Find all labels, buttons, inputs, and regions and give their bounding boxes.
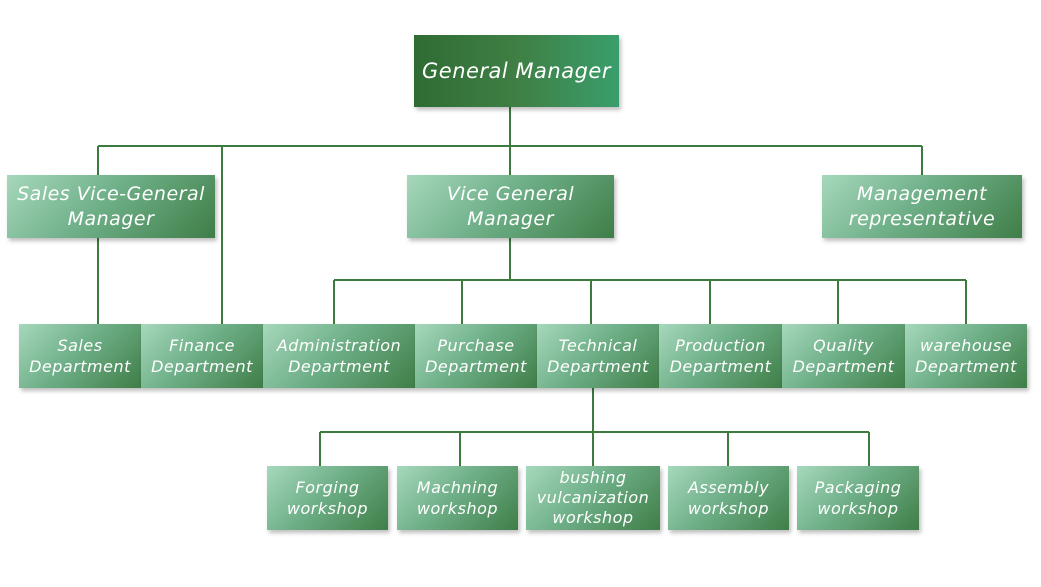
node-machning-workshop-label: Machning workshop	[416, 478, 499, 518]
node-assembly-workshop-label: Assembly workshop	[687, 478, 770, 518]
node-packaging-workshop: Packaging workshop	[797, 466, 919, 530]
node-vice-general-manager: Vice General Manager	[407, 175, 614, 238]
node-administration-department: Administration Department	[263, 324, 415, 388]
node-warehouse-department-label: warehouse Department	[915, 336, 1017, 376]
node-bushing-vulcanization-workshop-label: bushing vulcanization workshop	[536, 468, 650, 527]
node-purchase-department: Purchase Department	[415, 324, 537, 388]
node-management-representative: Management representative	[822, 175, 1022, 238]
node-bushing-vulcanization-workshop: bushing vulcanization workshop	[526, 466, 660, 530]
node-finance-department: Finance Department	[141, 324, 263, 388]
node-quality-department: Quality Department	[782, 324, 905, 388]
node-production-department-label: Production Department	[669, 336, 772, 376]
node-sales-department-label: Sales Department	[29, 336, 131, 376]
node-general-manager: General Manager	[414, 35, 619, 107]
node-management-representative-label: Management representative	[848, 182, 996, 230]
node-forging-workshop-label: Forging workshop	[286, 478, 369, 518]
node-finance-department-label: Finance Department	[151, 336, 253, 376]
node-production-department: Production Department	[659, 324, 782, 388]
node-technical-department: Technical Department	[537, 324, 659, 388]
node-administration-department-label: Administration Department	[276, 336, 402, 376]
node-forging-workshop: Forging workshop	[267, 466, 388, 530]
node-sales-department: Sales Department	[19, 324, 141, 388]
node-sales-vice-general-manager-label: Sales Vice-General Manager	[17, 182, 205, 230]
node-assembly-workshop: Assembly workshop	[668, 466, 789, 530]
node-sales-vice-general-manager: Sales Vice-General Manager	[7, 175, 215, 238]
node-purchase-department-label: Purchase Department	[425, 336, 527, 376]
node-quality-department-label: Quality Department	[792, 336, 895, 376]
node-general-manager-label: General Manager	[422, 59, 611, 83]
node-technical-department-label: Technical Department	[547, 336, 649, 376]
node-vice-general-manager-label: Vice General Manager	[446, 182, 575, 230]
node-warehouse-department: warehouse Department	[905, 324, 1027, 388]
node-machning-workshop: Machning workshop	[397, 466, 518, 530]
node-packaging-workshop-label: Packaging workshop	[814, 478, 902, 518]
